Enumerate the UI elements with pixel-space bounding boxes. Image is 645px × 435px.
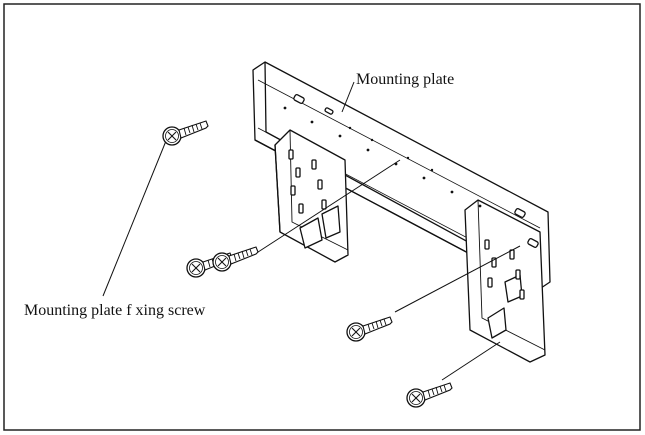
- mounting-plate-label: Mounting plate: [356, 71, 455, 88]
- mounting-plate: [252, 61, 551, 363]
- fixing-screw-right-a: [346, 316, 393, 342]
- fixing-screw-left-b: [212, 246, 259, 272]
- fixing-screw-label: Mounting plate f xing screw: [24, 302, 206, 319]
- fixing-screw-right-b: [406, 382, 453, 408]
- fixing-screw-top-left: [162, 120, 209, 146]
- plate-holes: [283, 106, 482, 208]
- diagram-border: [3, 3, 641, 431]
- leader-lines: [102, 81, 521, 381]
